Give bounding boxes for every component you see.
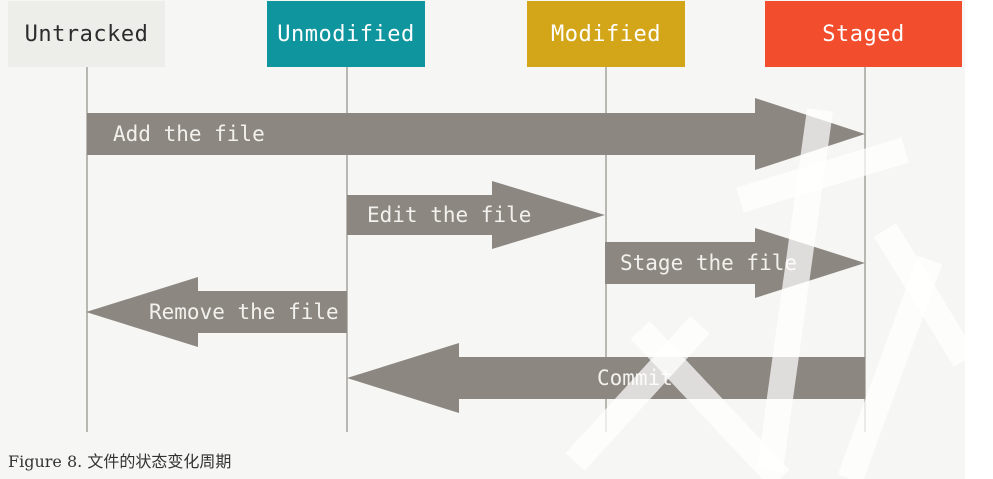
state-modified-label: Modified <box>551 21 661 47</box>
state-modified: Modified <box>527 1 685 67</box>
arrow-add-label: Add the file <box>113 122 265 146</box>
arrow-add-the-file: Add the file <box>87 98 865 170</box>
arrow-stage-the-file: Stage the file <box>605 228 865 298</box>
diagram-canvas: Untracked Unmodified Modified Staged Add… <box>0 0 965 479</box>
state-unmodified: Unmodified <box>267 1 425 67</box>
state-staged: Staged <box>765 1 962 67</box>
lifeline-unmodified <box>346 67 348 432</box>
state-staged-label: Staged <box>822 21 905 47</box>
state-unmodified-label: Unmodified <box>277 21 415 47</box>
arrow-edit-label: Edit the file <box>367 203 532 227</box>
arrow-commit-label: Commit <box>597 366 673 390</box>
figure-caption: Figure 8. 文件的状态变化周期 <box>8 452 232 471</box>
arrow-remove-the-file: Remove the file <box>86 277 347 347</box>
arrow-commit: Commit <box>347 343 865 413</box>
arrow-remove-shape <box>86 277 347 347</box>
arrow-edit-shape <box>347 181 605 249</box>
arrow-edit-the-file: Edit the file <box>347 181 605 249</box>
state-untracked: Untracked <box>8 1 165 67</box>
lifeline-staged <box>864 67 866 432</box>
arrow-stage-label: Stage the file <box>620 251 798 275</box>
arrow-add-shape <box>87 98 865 170</box>
arrow-remove-label: Remove the file <box>149 300 339 324</box>
lifeline-untracked <box>86 67 88 432</box>
state-untracked-label: Untracked <box>24 21 149 47</box>
